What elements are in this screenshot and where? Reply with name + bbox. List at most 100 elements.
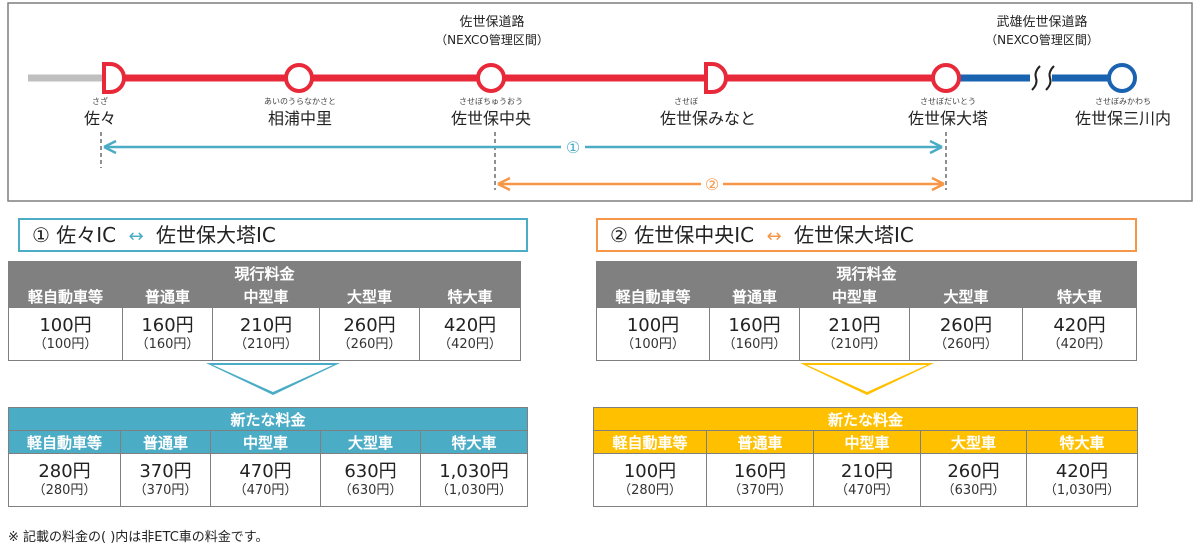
interchange-half-icon	[704, 62, 728, 94]
fee-cell: 160円（160円）	[709, 307, 800, 361]
panel-1-title: ① 佐々IC ↔ 佐世保大塔IC	[18, 218, 528, 252]
etc-fee: 100円	[623, 461, 677, 482]
vehicle-class-header: 特大車	[420, 430, 528, 454]
vehicle-class-header: 軽自動車等	[8, 284, 123, 308]
etc-fee: 280円	[38, 461, 91, 482]
etc-fee: 370円	[139, 461, 192, 482]
fee-cell: 210円（470円）	[813, 453, 921, 507]
vehicle-class-header: 大型車	[320, 430, 421, 454]
route-map-frame	[7, 2, 1193, 202]
current-fee-title: 現行料金	[8, 261, 521, 285]
non-etc-fee: （470円）	[835, 483, 899, 498]
non-etc-fee: （1,030円）	[435, 483, 513, 498]
interchange-name-saza: 佐々	[84, 109, 116, 128]
interchange-icon	[476, 63, 506, 93]
bidirectional-arrow-icon: ↔	[128, 226, 144, 247]
section-2-arrow	[497, 176, 945, 192]
vehicle-class-header: 普通車	[706, 430, 814, 454]
vehicle-class-header: 大型車	[319, 284, 420, 308]
vehicle-class-header: 軽自動車等	[593, 430, 707, 454]
bidirectional-arrow-icon: ↔	[766, 226, 782, 247]
panel-1-title-start: ① 佐々IC	[32, 223, 117, 247]
vehicle-class-header: 特大車	[1022, 284, 1137, 308]
non-etc-fee: （280円）	[618, 483, 682, 498]
vehicle-class-header: 中型車	[210, 430, 321, 454]
panel-1-new-fee-table: 新たな料金 軽自動車等 普通車 中型車 大型車 特大車 280円（280円） 3…	[8, 407, 528, 507]
panel-2-new-fee-table: 新たな料金 軽自動車等 普通車 中型車 大型車 特大車 100円（280円） 1…	[593, 407, 1138, 507]
non-etc-fee: （210円）	[234, 337, 298, 352]
etc-fee: 470円	[239, 461, 292, 482]
section-1-marker: ①	[566, 138, 580, 157]
etc-fee: 260円	[947, 461, 1000, 482]
fee-cell: 1,030円（1,030円）	[420, 453, 528, 507]
route-map: 佐世保道路 （NEXCO管理区間） 武雄佐世保道路 （NEXCO管理区間） さざ…	[7, 2, 1193, 202]
non-etc-fee: （630円）	[941, 483, 1006, 498]
etc-fee: 160円	[733, 461, 787, 482]
etc-fee: 1,030円	[439, 461, 509, 482]
vehicle-class-header: 中型車	[813, 430, 921, 454]
etc-fee: 160円	[728, 315, 781, 336]
fee-cell: 420円（420円）	[1022, 307, 1137, 361]
panel-2-title: ② 佐世保中央IC ↔ 佐世保大塔IC	[596, 218, 1137, 252]
interchange-reading: させぼ	[674, 97, 698, 106]
non-etc-fee: （370円）	[728, 483, 792, 498]
fee-cell: 210円（210円）	[799, 307, 910, 361]
etc-fee: 420円	[1053, 315, 1106, 336]
fee-cell: 100円（280円）	[593, 453, 707, 507]
vehicle-class-header: 軽自動車等	[596, 284, 710, 308]
panel-2-current-fee-table: 現行料金 軽自動車等 普通車 中型車 大型車 特大車 100円（100円） 16…	[596, 261, 1137, 361]
fee-cell: 420円（420円）	[419, 307, 521, 361]
vehicle-class-header: 普通車	[120, 430, 211, 454]
panel-1-current-fee-table: 現行料金 軽自動車等 普通車 中型車 大型車 特大車 100円（100円） 16…	[8, 261, 521, 361]
fee-cell: 100円（100円）	[8, 307, 123, 361]
interchange-reading: させぼちゅうおう	[459, 97, 523, 106]
new-fee-title: 新たな料金	[593, 407, 1138, 431]
section-1-arrow	[103, 139, 943, 155]
interchange-reading: さざ	[92, 96, 108, 106]
section-2-marker: ②	[705, 175, 719, 194]
vehicle-class-header: 大型車	[920, 430, 1027, 454]
fee-cell: 260円（260円）	[319, 307, 420, 361]
non-etc-fee: （420円）	[1047, 337, 1112, 352]
interchange-icon	[1107, 63, 1137, 93]
vehicle-class-header: 中型車	[799, 284, 910, 308]
fee-cell: 160円（370円）	[706, 453, 814, 507]
etc-fee: 630円	[344, 461, 397, 482]
road-label-takeo-sub: （NEXCO管理区間）	[985, 32, 1099, 47]
non-etc-fee: （630円）	[338, 483, 403, 498]
interchange-reading: させぼみかわち	[1095, 97, 1151, 106]
interchange-name-ainoura: 相浦中里	[268, 109, 332, 128]
etc-fee: 210円	[840, 461, 894, 482]
interchange-reading: させぼだいとう	[920, 97, 976, 106]
panel-1-title-end: 佐世保大塔IC	[155, 223, 276, 247]
road-break-mark	[1031, 65, 1055, 91]
vehicle-class-header: 普通車	[709, 284, 800, 308]
interchange-reading: あいのうらなかさと	[264, 97, 336, 106]
fee-cell: 370円（370円）	[120, 453, 211, 507]
panel-1-down-arrow-inner	[213, 365, 333, 392]
non-etc-fee: （260円）	[337, 337, 402, 352]
panel-2-title-end: 佐世保大塔IC	[793, 223, 914, 247]
etc-fee: 210円	[239, 315, 293, 336]
interchange-name-sasebo-mikawachi: 佐世保三川内	[1075, 109, 1171, 128]
fee-cell: 280円（280円）	[8, 453, 121, 507]
interchange-half-icon	[102, 62, 126, 94]
vehicle-class-header: 普通車	[122, 284, 213, 308]
road-label-sasebo-sub: （NEXCO管理区間）	[435, 32, 549, 47]
footnote: ※ 記載の料金の( )内は非ETC車の料金です。	[8, 530, 269, 545]
etc-fee: 210円	[828, 315, 881, 336]
etc-fee: 160円	[141, 315, 194, 336]
etc-fee: 420円	[1055, 461, 1109, 482]
non-etc-fee: （370円）	[133, 483, 198, 498]
road-label-sasebo: 佐世保道路	[459, 14, 524, 30]
current-fee-title: 現行料金	[596, 261, 1137, 285]
vehicle-class-header: 特大車	[419, 284, 521, 308]
vehicle-class-header: 大型車	[909, 284, 1023, 308]
new-fee-title: 新たな料金	[8, 407, 528, 431]
interchange-icon	[284, 63, 314, 93]
interchange-name-sasebo-chuo: 佐世保中央	[451, 109, 531, 128]
non-etc-fee: （160円）	[722, 337, 787, 352]
etc-fee: 420円	[443, 315, 497, 336]
fee-cell: 210円（210円）	[212, 307, 320, 361]
etc-fee: 260円	[343, 315, 396, 336]
